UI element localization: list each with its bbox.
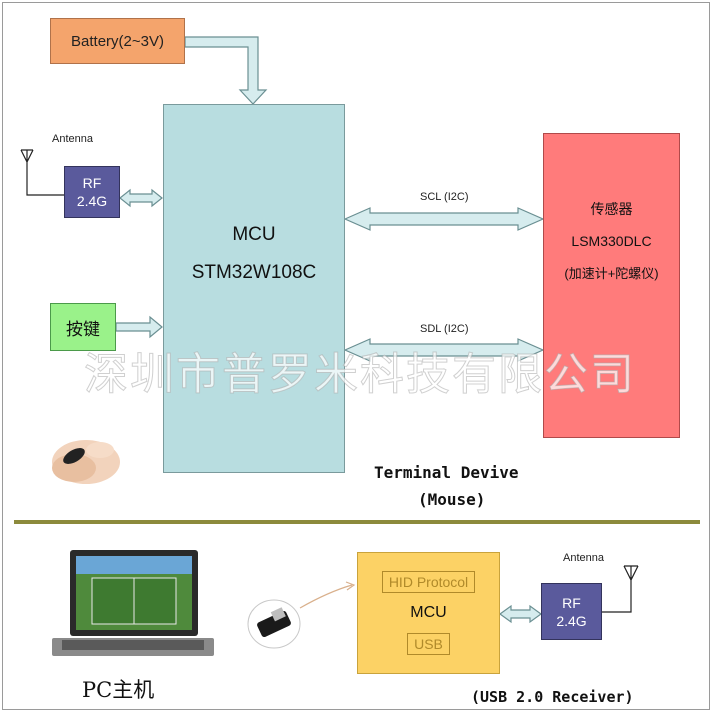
usb-link-arrow <box>299 584 353 609</box>
scl-label: SCL (I2C) <box>420 191 469 203</box>
rf-mcu-arrow <box>119 188 163 208</box>
battery-to-mcu-arrow <box>184 36 268 105</box>
button-label: 按键 <box>66 319 100 339</box>
scl-arrow <box>343 207 545 231</box>
battery-label: Battery(2~3V) <box>71 32 164 50</box>
laptop-image <box>52 550 214 656</box>
pc-label: PC主机 <box>82 678 155 702</box>
company-watermark: 深圳市普罗米科技有限公司 <box>84 349 636 401</box>
mcu-box: MCU STM32W108C <box>163 104 345 473</box>
button-box: 按键 <box>50 303 116 351</box>
button-mcu-arrow <box>115 315 163 339</box>
antenna-icon <box>602 565 639 613</box>
receiver-caption: (USB 2.0 Receiver) <box>471 688 634 706</box>
sensor-box: 传感器 LSM330DLC (加速计+陀螺仪) <box>543 133 680 438</box>
hid-protocol-box: HID Protocol <box>381 571 476 593</box>
terminal-caption: Terminal Devive <box>374 463 519 482</box>
usb-box: USB <box>407 633 450 655</box>
antenna-label: Antenna <box>52 133 93 145</box>
hand-mouse-image <box>52 440 120 484</box>
receiver-rf-box: RF 2.4G <box>541 583 602 640</box>
usb-dongle-image <box>247 599 301 649</box>
receiver-mcu-label: MCU <box>410 604 447 621</box>
sensor-model: LSM330DLC <box>571 233 652 249</box>
antenna-icon <box>20 149 64 196</box>
sdl-label: SDL (I2C) <box>420 323 469 335</box>
mcu-model: STM32W108C <box>191 261 317 283</box>
terminal-caption-sub: (Mouse) <box>418 490 486 509</box>
rf-frequency: 2.4G <box>76 193 108 209</box>
receiver-antenna-label: Antenna <box>563 552 604 564</box>
battery-box: Battery(2~3V) <box>50 18 185 64</box>
receiver-rf-arrow <box>498 604 543 624</box>
receiver-rf-label: RF <box>562 594 581 611</box>
mcu-title: MCU <box>232 223 276 245</box>
receiver-mcu-box: HID Protocol MCU USB <box>357 552 500 674</box>
rf-module-box: RF 2.4G <box>64 166 120 218</box>
sensor-function: (加速计+陀螺仪) <box>564 266 659 281</box>
rf-label: RF <box>82 175 102 191</box>
sensor-title: 传感器 <box>590 201 633 217</box>
receiver-rf-frequency: 2.4G <box>556 612 587 629</box>
